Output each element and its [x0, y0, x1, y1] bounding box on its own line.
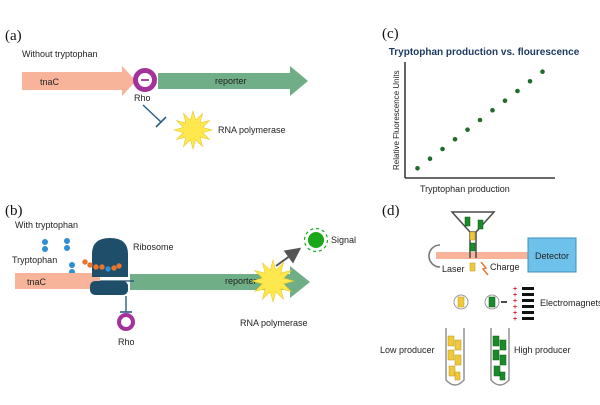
magnet-bar-4: [522, 305, 534, 308]
data-point-7: [490, 108, 495, 113]
data-point-9: [515, 88, 520, 94]
inhibition-line-a: [142, 104, 162, 123]
tnac-gene-arrow-b: [15, 273, 100, 289]
data-point-6: [477, 117, 483, 123]
panel-a: (a) Without tryptophan tnaC reporter Rho…: [5, 28, 308, 151]
data-point-2: [427, 156, 433, 161]
tnac-gene-arrow-a: [22, 66, 136, 96]
ribosome-label: Ribosome: [133, 242, 174, 252]
polymerase-label-a: RNA polymerase: [218, 125, 286, 135]
droplet-high-cell: [488, 296, 496, 308]
magnet-bar-1: [522, 287, 534, 290]
charge-icon: [480, 261, 489, 276]
polymerase-label-b: RNA polymerase: [240, 318, 308, 328]
amino-acid-chain-icon: [82, 259, 122, 272]
ribosome-icon: [92, 238, 128, 277]
panel-a-condition: Without tryptophan: [22, 49, 98, 59]
charge-label: Charge: [490, 262, 520, 272]
signal-glow-icon: [303, 227, 329, 253]
laser-label: Laser: [442, 264, 465, 274]
detector-label: Detector: [535, 251, 569, 261]
magnet-plus-1: +: [513, 286, 517, 293]
data-point-3: [440, 146, 445, 152]
rho-icon-b: [117, 313, 135, 331]
ribosome-small-subunit: [90, 281, 128, 295]
rho-label-a: Rho: [134, 93, 151, 103]
signal-icon: [308, 232, 324, 248]
chart-x-label: Tryptophan production: [420, 184, 510, 194]
data-point-1: [415, 166, 420, 171]
data-point-8: [502, 98, 508, 103]
magnet-plus-6: +: [513, 316, 517, 323]
data-point-10: [527, 79, 533, 84]
tnac-label-b: tnaC: [27, 277, 47, 287]
nozzle-icon: [450, 211, 496, 233]
laser-beam: [436, 252, 528, 259]
droplet-low-cell: [457, 296, 465, 308]
data-point-11: [540, 69, 545, 74]
electromagnets-label: Electromagnets: [540, 298, 600, 308]
magnet-bar-3: [522, 299, 534, 302]
data-point-5: [465, 127, 470, 132]
rho-label-b: Rho: [118, 337, 135, 347]
panel-b-condition: With tryptophan: [15, 220, 78, 230]
magnet-bar-6: [522, 317, 534, 320]
magnet-plus-2: +: [513, 292, 517, 299]
panel-d: (d) Laser Charge Detector ++++++ Electro…: [380, 203, 600, 386]
chart-points: [415, 69, 545, 171]
laser-source-icon: [428, 244, 441, 268]
panel-c-letter: (c): [382, 26, 399, 42]
magnet-plus-5: +: [513, 310, 517, 317]
detector-box: [527, 237, 577, 273]
high-producer-label: High producer: [514, 345, 571, 355]
high-producer-tube: [490, 328, 510, 386]
signal-arrow: [275, 247, 302, 267]
magnet-plus-3: +: [513, 298, 517, 305]
chart-title: Tryptophan production vs. flourescence: [389, 47, 580, 58]
cell-green-2: [477, 219, 484, 230]
tnac-label-a: tnaC: [40, 77, 60, 87]
rna-polymerase-icon-b: [250, 258, 296, 304]
cell-green-1: [464, 216, 471, 227]
reporter-label-b: reporter: [225, 276, 257, 286]
electromagnets-icon: ++++++: [513, 286, 534, 323]
magnet-plus-4: +: [513, 304, 517, 311]
signal-label: Signal: [331, 235, 356, 245]
panel-d-letter: (d): [382, 203, 400, 219]
cell-green-3: [469, 242, 476, 252]
tryptophan-label: Tryptophan: [12, 255, 57, 265]
magnet-bar-2: [522, 293, 534, 296]
reporter-gene-arrow-a: [158, 66, 308, 96]
chart-y-label: Relative Fluorescence Units: [392, 70, 401, 170]
panel-a-letter: (a): [5, 28, 22, 44]
reporter-label-a: reporter: [215, 76, 247, 86]
low-producer-tube: [445, 328, 465, 386]
data-point-4: [452, 137, 458, 142]
low-producer-label: Low producer: [380, 345, 435, 355]
rna-polymerase-icon-a: [172, 109, 214, 151]
cell-yellow-1: [469, 231, 476, 241]
panel-b-letter: (b): [5, 203, 23, 219]
magnet-bar-5: [522, 311, 534, 314]
inhibition-bar-a: [155, 116, 167, 128]
low-producer-cells: [447, 335, 462, 381]
high-producer-cells: [492, 335, 507, 381]
panel-c: (c) Tryptophan production vs. flourescen…: [382, 26, 580, 194]
cell-yellow-2: [469, 262, 476, 272]
panel-b: (b) With tryptophan Tryptophan tnaC repo…: [5, 203, 356, 347]
